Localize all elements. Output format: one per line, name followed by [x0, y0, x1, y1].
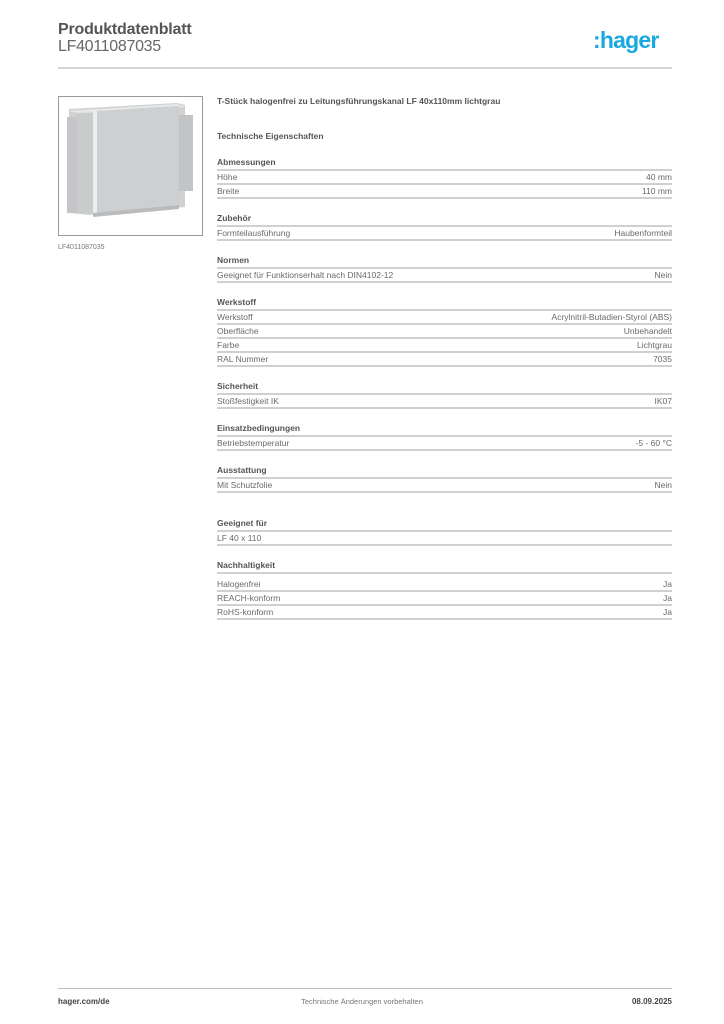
spec-value: 7035	[653, 354, 672, 364]
spec-row: Werkstoff Acrylnitril-Butadien-Styrol (AB…	[217, 311, 672, 325]
specifications: T-Stück halogenfrei zu Leitungsführungsk…	[217, 96, 672, 620]
spec-row: Stoßfestigkeit IK IK07	[217, 395, 672, 409]
product-image	[58, 96, 203, 236]
spec-row: Höhe 40 mm	[217, 171, 672, 185]
spec-row: Farbe Lichtgrau	[217, 339, 672, 353]
section-zubehoer: Zubehör Formteilausführung Haubenformteil	[217, 213, 672, 241]
spec-row: RAL Nummer 7035	[217, 353, 672, 367]
document-title: Produktdatenblatt	[58, 21, 192, 38]
footer-website-link[interactable]: hager.com/de	[58, 997, 110, 1006]
t-piece-product-icon	[67, 103, 193, 217]
product-title: T-Stück halogenfrei zu Leitungsführungsk…	[217, 96, 501, 106]
section-einsatzbedingungen: Einsatzbedingungen Betriebstemperatur -5 …	[217, 423, 672, 451]
spec-value: Ja	[663, 593, 672, 603]
spec-row: Mit Schutzfolie Nein	[217, 479, 672, 493]
spec-value: IK07	[654, 396, 673, 406]
section-title: Nachhaltigkeit	[217, 560, 672, 574]
section-title: Ausstattung	[217, 465, 672, 479]
footer-disclaimer: Technische Änderungen vorbehalten	[301, 997, 423, 1006]
spec-value: Nein	[654, 480, 672, 490]
spec-value: 40 mm	[646, 172, 672, 182]
spec-label: Formteilausführung	[217, 228, 291, 238]
section-title: Werkstoff	[217, 297, 672, 311]
section-title: Zubehör	[217, 213, 672, 227]
spec-label: Höhe	[217, 172, 238, 182]
spec-label: Mit Schutzfolie	[217, 480, 273, 490]
spec-row: Betriebstemperatur -5 - 60 °C	[217, 437, 672, 451]
spec-label: LF 40 x 110	[217, 533, 262, 543]
spec-row: Geeignet für Funktionserhalt nach DIN410…	[217, 269, 672, 283]
spec-value: Ja	[663, 579, 672, 589]
section-sicherheit: Sicherheit Stoßfestigkeit IK IK07	[217, 381, 672, 409]
spec-value: -5 - 60 °C	[635, 438, 672, 448]
spec-label: Betriebstemperatur	[217, 438, 290, 448]
spec-label: REACH-konform	[217, 593, 281, 603]
hager-logo: :hager	[593, 27, 659, 53]
section-geeignet-fuer: Geeignet für LF 40 x 110	[217, 518, 672, 546]
spec-value: 110 mm	[641, 186, 672, 196]
spec-value: Ja	[663, 607, 672, 617]
header-divider	[58, 67, 672, 69]
image-caption: LF4011087035	[58, 244, 105, 251]
section-title: Sicherheit	[217, 381, 672, 395]
section-title: Abmessungen	[217, 157, 672, 171]
article-number: LF4011087035	[58, 38, 161, 55]
technical-properties-heading: Technische Eigenschaften	[217, 131, 324, 141]
spec-value: Unbehandelt	[623, 326, 672, 336]
spec-label: RAL Nummer	[217, 354, 269, 364]
spec-row: Oberfläche Unbehandelt	[217, 325, 672, 339]
section-title: Geeignet für	[217, 518, 672, 532]
spec-value: Nein	[654, 270, 672, 280]
spec-row: Halogenfrei Ja	[217, 578, 672, 592]
spec-row: Breite 110 mm	[217, 185, 672, 199]
spec-label: Geeignet für Funktionserhalt nach DIN410…	[217, 270, 394, 280]
spec-label: Werkstoff	[217, 312, 253, 322]
spec-label: RoHS-konform	[217, 607, 274, 617]
section-ausstattung: Ausstattung Mit Schutzfolie Nein	[217, 465, 672, 493]
spec-row: RoHS-konform Ja	[217, 606, 672, 620]
section-title: Einsatzbedingungen	[217, 423, 672, 437]
spec-row: Formteilausführung Haubenformteil	[217, 227, 672, 241]
spec-label: Breite	[217, 186, 240, 196]
spec-value: Haubenformteil	[614, 228, 672, 238]
spec-row: LF 40 x 110	[217, 532, 672, 546]
section-title: Normen	[217, 255, 672, 269]
section-normen: Normen Geeignet für Funktionserhalt nach…	[217, 255, 672, 283]
section-abmessungen: Abmessungen Höhe 40 mm Breite 110 mm	[217, 157, 672, 199]
spec-label: Halogenfrei	[217, 579, 261, 589]
footer-date: 08.09.2025	[631, 997, 672, 1006]
footer-divider	[58, 988, 672, 989]
spec-value: Lichtgrau	[637, 340, 672, 350]
spec-row: REACH-konform Ja	[217, 592, 672, 606]
spec-label: Oberfläche	[217, 326, 259, 336]
spec-label: Farbe	[217, 340, 240, 350]
spec-value: Acrylnitril-Butadien-Styrol (ABS)	[551, 312, 672, 322]
spec-label: Stoßfestigkeit IK	[217, 396, 279, 406]
